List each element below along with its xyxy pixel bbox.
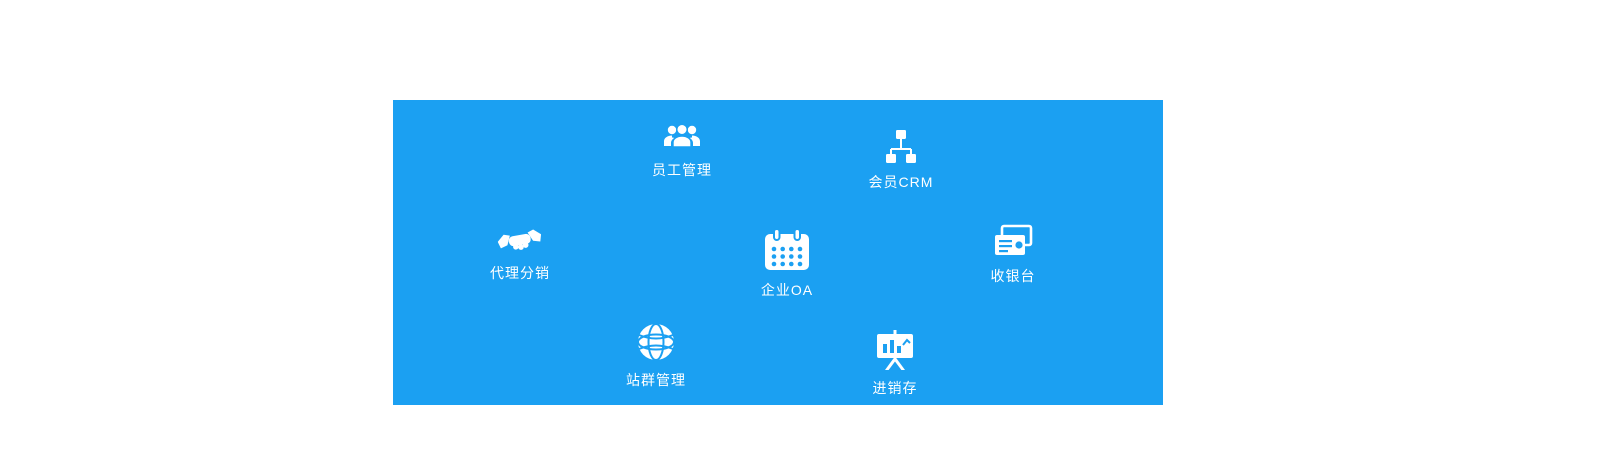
feature-label: 企业OA [760, 282, 814, 298]
banknotes-icon [993, 224, 1033, 258]
handshake-icon [497, 228, 542, 255]
feature-employee-management[interactable]: 员工管理 [622, 122, 742, 180]
feature-label: 站群管理 [626, 372, 686, 388]
users-icon [662, 122, 702, 152]
feature-label: 员工管理 [652, 162, 712, 178]
feature-label: 收银台 [990, 268, 1036, 284]
feature-inventory[interactable]: 进销存 [835, 330, 955, 398]
feature-panel: 员工管理 会员CRM [393, 100, 1163, 405]
feature-cashier[interactable]: 收银台 [953, 224, 1073, 286]
feature-label: 代理分销 [490, 265, 550, 281]
feature-agent-distribution[interactable]: 代理分销 [460, 228, 580, 283]
calendar-icon [764, 228, 810, 272]
org-chart-icon [884, 130, 918, 164]
feature-label: 进销存 [872, 380, 918, 396]
feature-member-crm[interactable]: 会员CRM [841, 130, 961, 192]
globe-icon [636, 322, 676, 362]
feature-site-group-management[interactable]: 站群管理 [596, 322, 716, 390]
presentation-chart-icon [875, 330, 915, 370]
feature-label: 会员CRM [868, 174, 934, 190]
feature-enterprise-oa[interactable]: 企业OA [727, 228, 847, 300]
